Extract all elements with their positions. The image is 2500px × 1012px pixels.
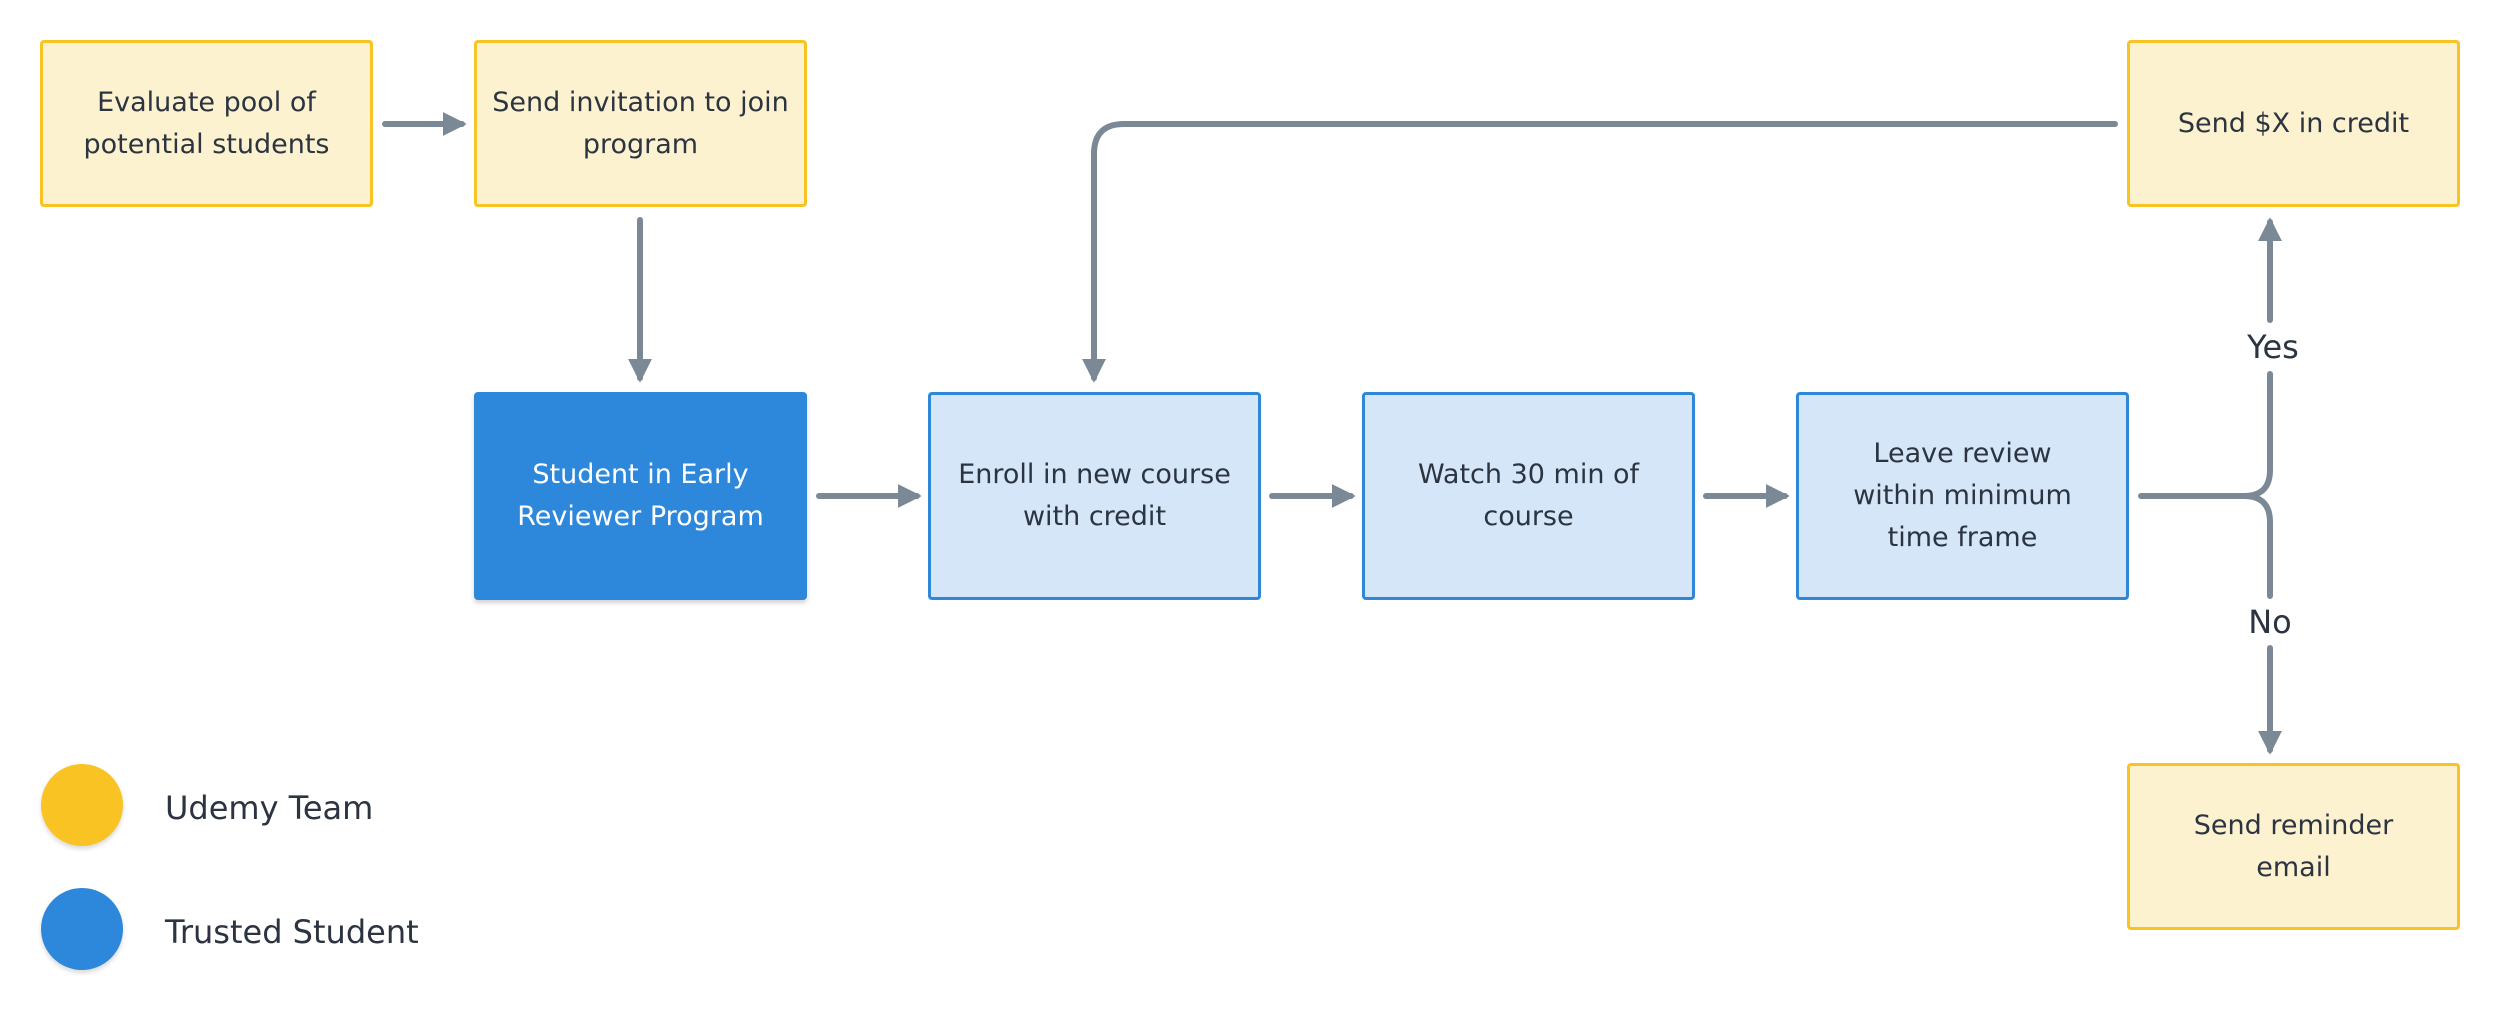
- legend-label-udemy-team: Udemy Team: [165, 789, 374, 827]
- legend-dot-udemy-team: [41, 764, 123, 846]
- node-student-in-program-label: Student in Early Reviewer Program: [517, 459, 764, 532]
- branch-label-no: No: [2210, 602, 2330, 642]
- node-watch-course: Watch 30 min of course: [1362, 392, 1695, 600]
- node-evaluate-pool: Evaluate pool of potential students: [40, 40, 373, 207]
- node-send-credit: Send $X in credit: [2127, 40, 2460, 207]
- node-leave-review-label: Leave review within minimum time frame: [1853, 438, 2072, 553]
- node-send-invitation: Send invitation to join program: [474, 40, 807, 207]
- node-send-reminder-label: Send reminder email: [2193, 809, 2394, 883]
- node-student-in-program: Student in Early Reviewer Program: [474, 392, 807, 600]
- node-leave-review: Leave review within minimum time frame: [1796, 392, 2129, 600]
- branch-review-decision-lower: [2241, 493, 2273, 599]
- node-enroll-course: Enroll in new course with credit: [928, 392, 1261, 600]
- node-enroll-course-label: Enroll in new course with credit: [958, 459, 1231, 532]
- node-watch-course-label: Watch 30 min of course: [1417, 459, 1640, 532]
- legend-dot-trusted-student: [41, 888, 123, 970]
- branch-review-decision: [2138, 371, 2273, 499]
- node-evaluate-pool-label: Evaluate pool of potential students: [83, 86, 330, 160]
- node-send-credit-label: Send $X in credit: [2177, 107, 2410, 139]
- legend-label-trusted-student: Trusted Student: [165, 913, 419, 951]
- arrow-credit-to-enroll: [1082, 121, 2118, 383]
- node-send-reminder: Send reminder email: [2127, 763, 2460, 930]
- node-send-invitation-label: Send invitation to join program: [492, 86, 789, 160]
- branch-label-yes: Yes: [2213, 327, 2333, 367]
